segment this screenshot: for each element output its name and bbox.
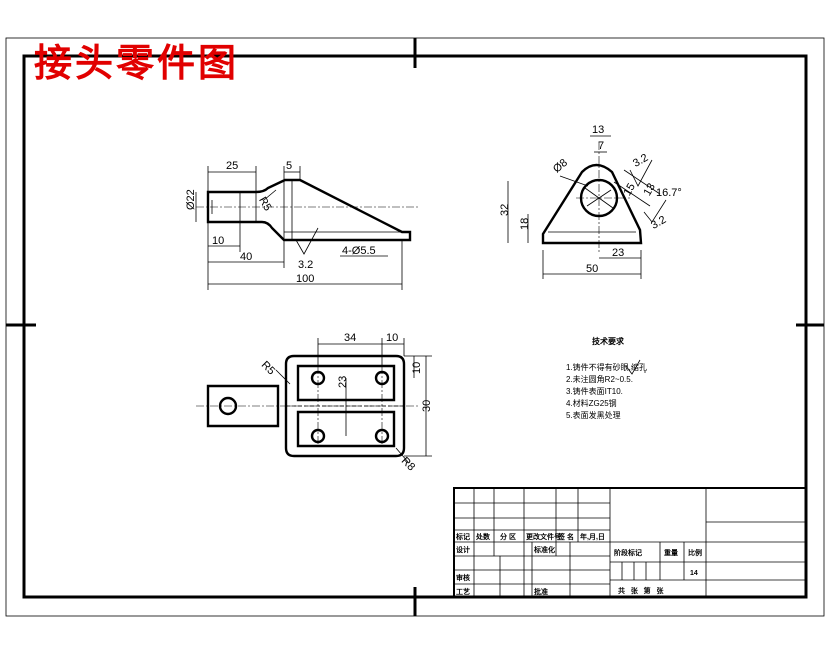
top-dim-34: 34 — [344, 332, 356, 344]
tb-stage-mark: 阶段标记 — [614, 548, 642, 557]
tb-scale: 比例 — [688, 548, 702, 557]
side-dim-23: 23 — [612, 247, 624, 259]
tb-label-docno: 更改文件号 — [526, 532, 561, 541]
top-dim-r5: R5 — [259, 359, 277, 377]
top-dim-10b: 10 — [411, 362, 423, 374]
side-dim-32: 32 — [499, 204, 511, 216]
tb-weight: 重量 — [664, 548, 678, 557]
top-dim-23: 23 — [337, 376, 349, 388]
tb-standard: 标准化 — [533, 545, 555, 554]
side-dim-13b: 13 — [641, 181, 658, 198]
front-dim-100: 100 — [296, 273, 314, 285]
front-dim-holes: 4-Ø5.5 — [342, 245, 376, 257]
tb-sheets: 共 张 第 张 — [618, 586, 665, 595]
tb-label-sign: 签 名 — [557, 532, 574, 541]
top-dim-30: 30 — [421, 400, 433, 412]
tb-sheet-count: 14 — [690, 570, 698, 577]
side-roughness-top: 3.2 — [631, 152, 650, 170]
front-dim-r5: R5 — [256, 195, 273, 213]
tb-review: 审核 — [456, 573, 470, 582]
top-dim-r8: R8 — [399, 455, 417, 473]
front-dim-25: 25 — [226, 160, 238, 172]
side-dim-7: 7 — [598, 140, 604, 152]
top-view — [196, 338, 432, 463]
tb-label-date: 年,月,日 — [580, 532, 605, 541]
drawing-title: 接头零件图 — [34, 40, 240, 85]
side-dim-13: 13 — [592, 124, 604, 136]
notes-line-1: 1.铸件不得有砂眼,缩孔 — [566, 362, 647, 372]
side-view — [507, 135, 667, 279]
drawing-frame — [22, 54, 808, 599]
tb-approve: 批准 — [534, 587, 548, 596]
front-roughness: 3.2 — [298, 259, 313, 271]
front-dim-5: 5 — [286, 160, 292, 172]
side-dim-18: 18 — [519, 218, 531, 230]
tb-design: 设计 — [456, 545, 470, 554]
title-block — [453, 487, 807, 598]
centering-marks — [6, 38, 824, 616]
notes-line-3: 3.铸件表面IT10. — [566, 386, 623, 396]
side-roughness-right: 3.2 — [649, 214, 668, 232]
tb-label-mark: 标记 — [455, 532, 470, 541]
tb-label-count: 处数 — [475, 532, 491, 541]
front-view — [195, 166, 420, 290]
side-dim-15: 15 — [621, 181, 638, 198]
front-dim-10: 10 — [212, 235, 224, 247]
side-dim-phi8: Ø8 — [551, 157, 570, 176]
tb-process: 工艺 — [456, 587, 470, 596]
notes-line-2: 2.未注圆角R2~0.5. — [566, 374, 633, 384]
sheet-trim-border — [5, 37, 825, 617]
roughness-general-icon — [625, 359, 646, 375]
side-dim-50: 50 — [586, 263, 598, 275]
tb-label-zone: 分 区 — [500, 532, 516, 541]
notes-line-5: 5.表面发黑处理 — [566, 410, 621, 420]
notes-heading: 技术要求 — [592, 336, 625, 346]
front-dim-40: 40 — [240, 251, 252, 263]
front-dim-phi22: Ø22 — [185, 189, 197, 210]
side-dim-angle: 16.7° — [656, 187, 682, 199]
top-dim-10: 10 — [386, 332, 398, 344]
notes-line-4: 4.材料ZG25钢 — [566, 398, 617, 408]
